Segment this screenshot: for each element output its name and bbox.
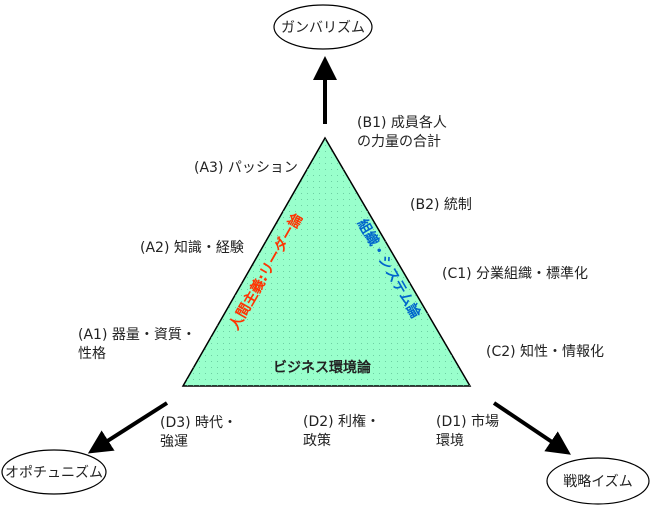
node-top-label: ガンバリズム [281, 20, 365, 36]
arrow-right [492, 401, 571, 455]
triangle-texture [183, 138, 470, 386]
factor-c1: (C1) 分業組織・標準化 [442, 266, 588, 282]
node-left-label: オポチュニズム [5, 465, 103, 481]
side-bottom-label: ビジネス環境論 [273, 359, 372, 376]
factor-a1: (A1) 器量・資質・ 性格 [78, 327, 200, 362]
arrow-left [87, 401, 169, 454]
node-left-ellipse [1, 449, 107, 495]
node-top-ellipse [273, 4, 373, 50]
factor-b1: (B1) 成員各人 の力量の合計 [357, 115, 451, 150]
factor-c2: (C2) 知性・情報化 [486, 343, 604, 360]
factor-d2: (D2) 利権・ 政策 [303, 413, 385, 449]
node-right-label: 戦略イズム [563, 474, 633, 490]
factor-a3: (A3) パッション [194, 160, 298, 176]
factor-d1: (D1) 市場 環境 [436, 413, 504, 449]
factor-b2: (B2) 統制 [410, 197, 472, 213]
factor-a2: (A2) 知識・経験 [140, 239, 244, 256]
factor-d3: (D3) 時代・ 強運 [160, 415, 242, 450]
node-right-ellipse [546, 457, 650, 505]
